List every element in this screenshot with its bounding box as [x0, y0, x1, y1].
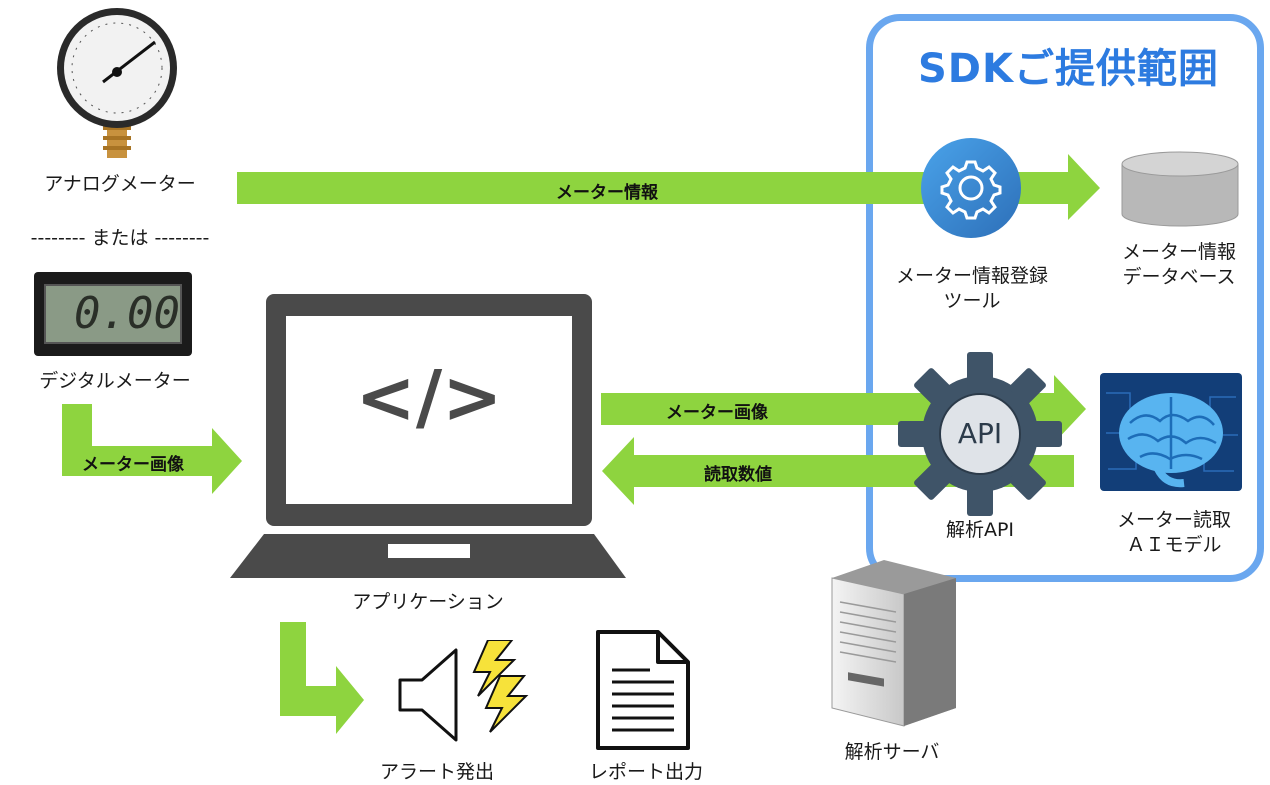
reading-value-arrow	[602, 437, 1074, 505]
gear-settings-icon	[921, 138, 1021, 238]
alert-label: アラート発出	[379, 761, 494, 783]
database-label-line1: メーター情報	[1121, 241, 1236, 263]
ai-model-label-line1: メーター読取	[1116, 509, 1231, 531]
pressure-gauge-icon	[57, 8, 177, 158]
analog-meter-label: アナログメーター	[44, 173, 196, 195]
registration-tool-label-line2: ツール	[943, 289, 1001, 312]
sdk-scope-title: SDKご提供範囲	[918, 46, 1220, 92]
database-label-line2: データベース	[1122, 265, 1236, 288]
ai-model-label: メーター読取 ＡＩモデル	[1086, 508, 1262, 557]
app-to-alert-arrow	[280, 622, 364, 734]
digital-display-value: 0.00	[74, 288, 180, 339]
meter-image-to-api-arrow	[601, 375, 1086, 443]
laptop-code-icon	[230, 294, 626, 578]
or-separator: -------- または --------	[30, 227, 210, 249]
application-label: アプリケーション	[352, 591, 504, 613]
digital-meter-label: デジタルメーター	[39, 370, 191, 392]
speaker-alert-icon	[398, 640, 529, 742]
ai-model-label-line2: ＡＩモデル	[1126, 533, 1222, 556]
registration-tool-label-line1: メーター情報登録	[895, 265, 1048, 287]
database-label: メーター情報 データベース	[1084, 240, 1270, 289]
report-label: レポート出力	[588, 761, 703, 783]
reading-value-arrow-label: 読取数値	[704, 465, 772, 485]
meter-image-left-arrow-label: メーター画像	[82, 455, 184, 475]
code-symbol: </>	[355, 355, 503, 439]
meter-info-arrow-label: メーター情報	[556, 183, 658, 203]
meter-image-to-app-arrow	[62, 404, 242, 494]
meter-image-app-arrow-label: メーター画像	[666, 403, 768, 423]
document-report-icon	[596, 630, 690, 750]
server-tower-icon	[831, 560, 956, 727]
meter-info-arrow	[237, 154, 1100, 220]
ai-brain-icon	[1100, 373, 1242, 491]
api-gear-icon	[898, 352, 1062, 516]
database-cylinder-icon	[1121, 151, 1239, 227]
server-label: 解析サーバ	[844, 741, 940, 763]
registration-tool-label: メーター情報登録 ツール	[872, 264, 1072, 313]
api-badge-text: API	[957, 417, 1003, 450]
digital-display-icon: 0.00	[34, 272, 192, 356]
analysis-api-label: 解析API	[945, 519, 1015, 541]
